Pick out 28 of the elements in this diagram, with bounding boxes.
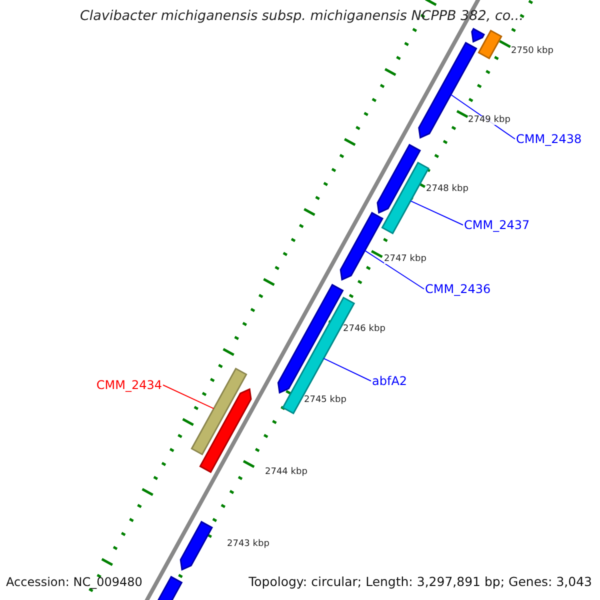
- leader-line: [410, 200, 464, 226]
- tick-label: 2747 kbp: [384, 255, 426, 264]
- gene-label: CMM_2437: [464, 219, 530, 231]
- tick-label: 2746 kbp: [343, 325, 386, 334]
- leader-line: [323, 358, 372, 382]
- leader-line: [162, 384, 214, 410]
- leader-line: [364, 250, 424, 290]
- gene-feature: [180, 520, 214, 571]
- title: Clavibacter michiganensis subsp. michiganensis NCPPB 382, co...: [79, 9, 525, 24]
- tick-label: 2750 kbp: [511, 47, 554, 56]
- gene-feature: [478, 30, 502, 60]
- gene-feature: [277, 284, 344, 394]
- tick-label: 2743 kbp: [227, 540, 270, 549]
- gene-label: abfA2: [372, 375, 408, 387]
- tick-label: 2744 kbp: [265, 468, 308, 477]
- tick-label: 2749 kbp: [468, 116, 510, 125]
- gene-label: CMM_2436: [425, 283, 491, 295]
- gene-feature: [376, 144, 422, 214]
- genome-stats-text: Topology: circular; Length: 3,297,891 bp; Genes: 3,043: [248, 576, 592, 588]
- tick-label: 2748 kbp: [426, 185, 468, 194]
- gene-feature: [340, 212, 384, 281]
- gene-label: CMM_2434: [96, 379, 162, 391]
- gene-feature: [199, 388, 252, 474]
- gene-label: CMM_2438: [516, 133, 582, 145]
- gene-feature: [471, 28, 485, 43]
- accession-text: Accession: NC_009480: [6, 576, 142, 588]
- tick-label: 2745 kbp: [304, 396, 346, 405]
- gene-feature: [190, 368, 248, 456]
